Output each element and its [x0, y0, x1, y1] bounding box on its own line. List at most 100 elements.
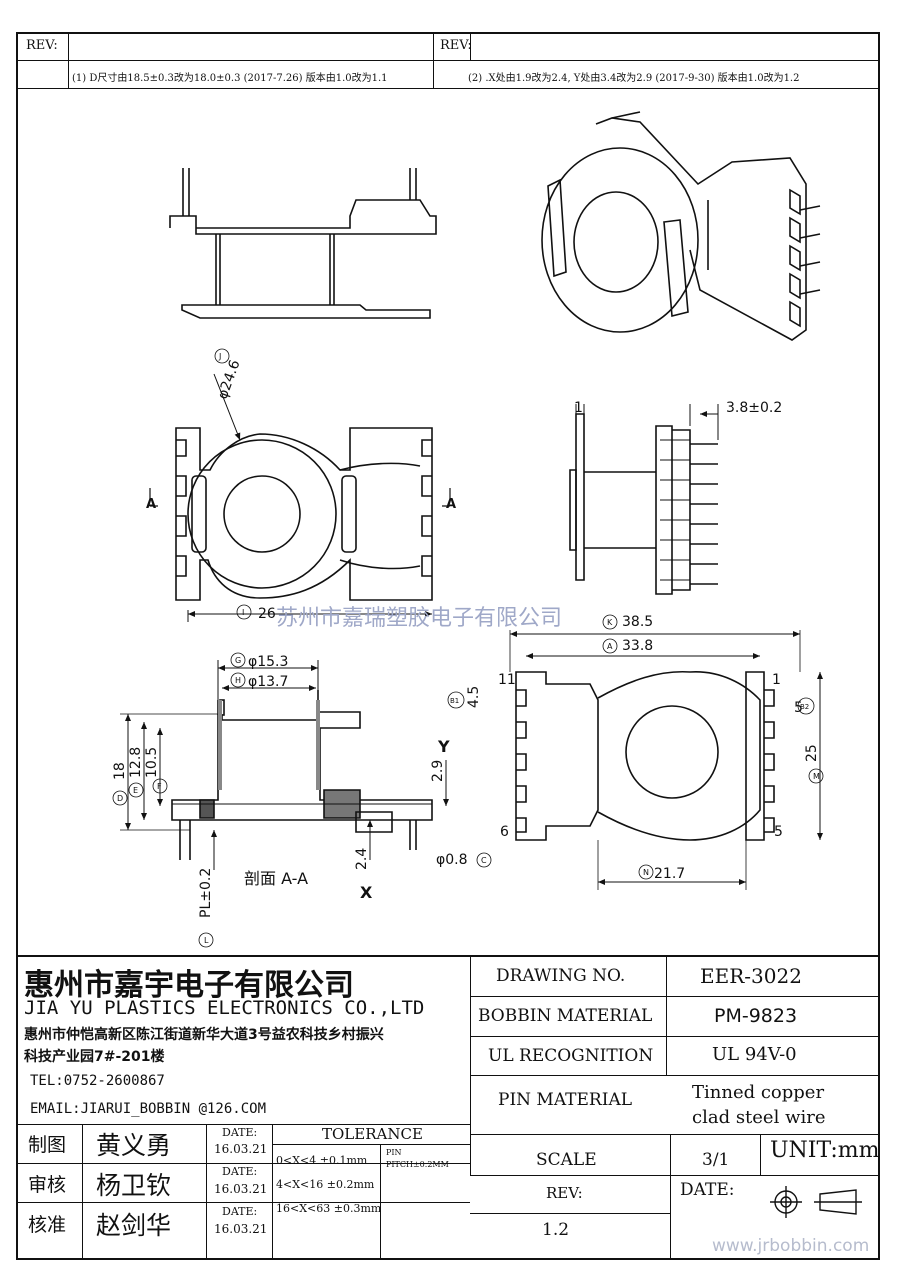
dim-33-8: 33.8: [622, 638, 653, 654]
isometric-view: [541, 111, 821, 341]
date-approver: 16.03.21: [214, 1222, 268, 1236]
pin-label-5: 5: [774, 824, 783, 840]
tolerance-range-2: 4<X<16 ±0.2mm: [276, 1178, 375, 1191]
balloon-a: A: [607, 642, 613, 651]
unit-label: UNIT:mm: [770, 1138, 880, 1163]
label-y: Y: [437, 737, 450, 756]
pin-material-line-2: clad steel wire: [692, 1107, 826, 1128]
tolerance-range-1: 0<X<4 ±0.1mm: [276, 1154, 368, 1167]
revision-note-2: (2) .X处由1.9改为2.4, Y处由3.4改为2.9 (2017-9-30…: [468, 73, 800, 84]
balloon-e: E: [133, 786, 138, 795]
bottom-view: [149, 373, 451, 622]
tb-hline-3: [470, 1075, 880, 1076]
balloon-i: I: [242, 608, 244, 617]
rev-col-divider-2: [433, 32, 434, 88]
watermark-text: 苏州市嘉瑞塑胶电子有限公司: [276, 606, 563, 631]
tb-hline-1: [470, 996, 880, 997]
balloon-d: D: [117, 794, 123, 803]
tb-vline-unit: [760, 1134, 761, 1175]
ul-recognition-label: UL RECOGNITION: [488, 1046, 654, 1066]
tb-hline-2: [470, 1036, 880, 1037]
tb-vline-value: [666, 955, 667, 1075]
dim-12-8: 12.8: [128, 747, 144, 778]
date-drafter: 16.03.21: [214, 1142, 268, 1156]
side-view-top: [169, 168, 437, 319]
technical-drawing: φ24.6 26 38.5 33.8 φ15.3 φ13.7 18 12.8 1…: [112, 111, 824, 948]
dim-25: 25: [804, 744, 820, 762]
email: EMAIL:JIARUI_BOBBIN @126.COM: [30, 1101, 267, 1117]
bobbin-material-value: PM-9823: [714, 1005, 798, 1027]
revision-header: REV: REV:: [16, 32, 880, 60]
tb-vline-date: [272, 1124, 273, 1260]
tb-hline-6: [470, 1213, 670, 1214]
pin-side-view: [509, 630, 823, 890]
address-line-2: 科技产业园7#-201楼: [24, 1049, 165, 1065]
tb-vline-name: [206, 1124, 207, 1260]
dim-10-5: 10.5: [144, 747, 160, 778]
dim-38-5: 38.5: [622, 614, 653, 630]
company-name-en: JIA YU PLASTICS ELECTRONICS CO.,LTD: [24, 997, 425, 1019]
pin-pitch-line-1: PIN: [386, 1148, 402, 1157]
ul-recognition-value: UL 94V-0: [712, 1044, 797, 1065]
website-watermark: www.jrbobbin.com: [712, 1236, 870, 1256]
section-mark-left: A: [146, 497, 156, 512]
balloon-k: K: [607, 618, 613, 627]
date-label: DATE:: [680, 1180, 735, 1200]
tolerance-label: TOLERANCE: [322, 1125, 423, 1143]
name-drafter: 黄义勇: [96, 1131, 172, 1160]
pin-pitch-line-2: PITCH±0.2MM: [386, 1160, 449, 1169]
date-label-drafter: DATE:: [222, 1126, 258, 1139]
tb-hline-row2: [16, 1163, 470, 1164]
dim-phi-24-6: φ24.6: [215, 358, 244, 402]
tb-hline-4: [470, 1134, 880, 1135]
date-reviewer: 16.03.21: [214, 1182, 268, 1196]
role-drafter: 制图: [28, 1134, 67, 1156]
dim-21-7: 21.7: [654, 866, 685, 882]
tb-vline-role: [82, 1124, 83, 1260]
notes-row-divider: [16, 88, 880, 89]
dim-2-4: 2.4: [354, 848, 370, 870]
section-label: 剖面 A-A: [244, 869, 308, 888]
name-approver: 赵剑华: [96, 1211, 172, 1240]
scale-value: 3/1: [702, 1150, 730, 1170]
balloon-b2: B2: [800, 703, 809, 711]
dim-3-8: 3.8±0.2: [726, 400, 782, 416]
rev-label-left: REV:: [26, 38, 58, 53]
tb-vline-main: [470, 955, 471, 1175]
dim-4-5: 4.5: [466, 686, 482, 708]
company-name-cn: 惠州市嘉宇电子有限公司: [24, 968, 354, 1003]
tb-hline-left: [16, 1124, 470, 1125]
title-block-top: [16, 955, 880, 957]
section-mark-right: A: [446, 497, 456, 512]
pin-label-11: 11: [498, 672, 516, 688]
drawing-no-value: EER-3022: [700, 964, 802, 988]
balloon-l: L: [204, 936, 209, 945]
pin-label-6: 6: [500, 824, 509, 840]
balloon-h: H: [235, 676, 241, 685]
dim-phi-15-3: φ15.3: [248, 654, 288, 670]
dim-1: 1: [574, 400, 583, 416]
rev-value: 1.2: [542, 1220, 570, 1240]
projection-symbol-icon: [770, 1186, 862, 1218]
scale-label: SCALE: [536, 1150, 597, 1170]
role-approver: 核准: [28, 1214, 67, 1236]
dim-pl: PL±0.2: [198, 868, 214, 918]
dim-26: 26: [258, 606, 276, 622]
drawing-no-label: DRAWING NO.: [496, 966, 626, 986]
address-line-1: 惠州市仲恺高新区陈江街道新华大道3号益农科技乡村振兴: [24, 1027, 384, 1043]
balloon-n: N: [643, 868, 649, 877]
balloon-j: J: [218, 352, 221, 361]
pin-material-line-1: Tinned copper: [692, 1082, 825, 1103]
dim-phi-0-8: φ0.8: [436, 852, 468, 868]
rev-label: REV:: [546, 1184, 583, 1202]
rev-label-right: REV:: [440, 38, 472, 53]
pin-label-1: 1: [772, 672, 781, 688]
right-side-view: [569, 404, 719, 595]
dim-phi-13-7: φ13.7: [248, 674, 288, 690]
role-reviewer: 审核: [28, 1174, 67, 1196]
label-x: X: [360, 883, 373, 902]
balloon-c: C: [481, 856, 487, 865]
rev-col-divider-1: [68, 32, 69, 88]
tb-hline-tol: [272, 1144, 470, 1145]
section-a-a: [120, 660, 449, 870]
